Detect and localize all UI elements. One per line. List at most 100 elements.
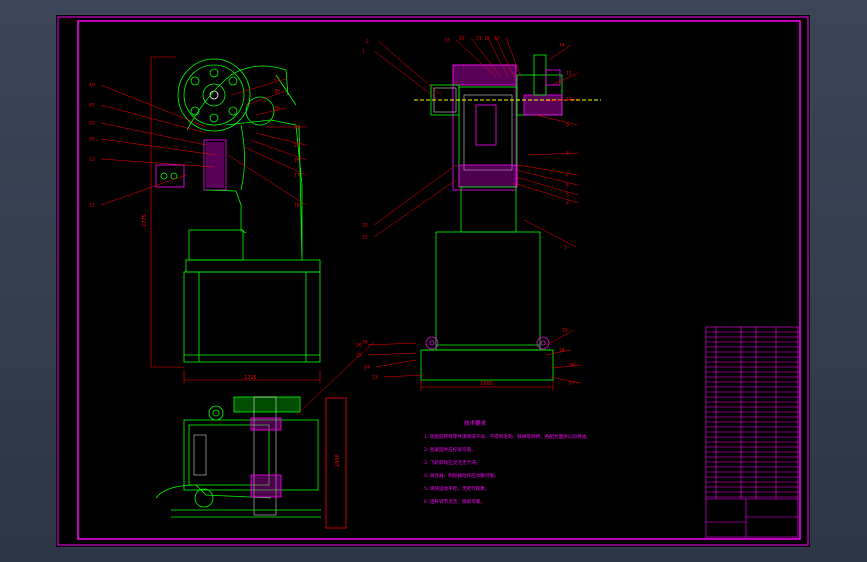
side-view [155,58,321,363]
front-balloon-10: 10 [566,97,572,103]
leader-line [100,84,207,128]
leader-line [545,329,575,346]
leader-line [100,104,207,134]
leader-line [548,44,572,61]
leader-line [515,176,579,196]
leader-line [100,158,215,168]
leader-line [367,342,417,346]
side-balloon-18: 18 [294,158,300,164]
leader-line [100,138,217,156]
leader-line [495,37,515,78]
side-balloon-13: 13 [89,157,95,163]
side-balloon-29: 29 [294,125,300,131]
front-balloon-19: 19 [484,36,490,42]
notes-title: 技术要求 [464,419,487,427]
front-balloon-5: 5 [566,193,569,199]
side-balloon-16: 16 [294,203,300,209]
leader-line [100,122,207,146]
leader-line [100,174,187,206]
leader-line [550,364,582,369]
leader-line [523,219,577,248]
front-balloon-22: 22 [459,36,465,42]
side-balloon-27: 27 [274,77,280,83]
front-balloon-25: 25 [356,353,362,359]
side-balloon-38: 38 [274,89,280,95]
front-balloon-37: 37 [569,381,575,387]
top-view [155,396,347,529]
front-balloon-32: 32 [362,223,368,229]
drawing-sheet[interactable]: 2775 1215 [56,15,810,547]
note-item: 1. 装配前所有零件须清洗干净，不得有毛刺、铁屑等杂物，各配合面涂以润滑油。 [424,433,591,440]
side-balloon-30: 30 [274,106,280,112]
side-dim-width: 1215 [244,375,257,381]
front-view-dimensions [420,380,554,391]
leader-line [367,352,417,356]
side-balloon-40: 40 [89,83,95,89]
note-item: 4. 离合器、制动器动作应灵敏可靠。 [424,472,499,479]
front-balloon-6: 6 [566,183,569,189]
front-balloon-4: 4 [566,201,569,207]
leader-line [517,164,579,176]
side-view-dimensions [150,56,321,383]
front-balloon-35: 35 [562,328,568,334]
front-dim-width: 1500 [480,381,493,387]
leader-line [513,182,579,204]
leader-line [245,90,287,106]
front-balloon-7: 7 [566,173,569,179]
front-balloon-21: 21 [476,36,482,42]
side-balloon-20: 20 [89,121,95,127]
side-balloon-28: 28 [294,143,300,149]
leader-line [550,376,582,384]
leader-line [230,78,287,96]
front-balloon-8: 8 [566,151,569,157]
leader-line [227,154,307,206]
leader-line [535,114,579,126]
leader-line [373,164,457,226]
leader-line [255,132,307,146]
leader-line [383,374,425,378]
front-balloon-1: 1 [362,49,365,55]
top-balloon-34: 34 [362,340,368,346]
front-balloon-23: 23 [372,375,378,381]
leader-line [470,37,502,78]
front-balloon-31: 31 [362,235,368,241]
side-balloon-41: 41 [89,103,95,109]
leader-line [295,341,375,416]
leader-line [373,179,457,238]
leader-line [375,359,417,368]
front-view [420,54,563,381]
leader-line [551,72,579,86]
front-balloon-11: 11 [566,71,572,77]
side-balloon-17: 17 [294,173,300,179]
leader-line [545,98,579,102]
note-item: 6. 连杆调节灵活，锁紧可靠。 [424,498,485,505]
leader-line [255,107,287,116]
front-balloon-3: 3 [564,245,567,251]
technical-notes: 1. 装配前所有零件须清洗干净，不得有毛刺、铁屑等杂物，各配合面涂以润滑油。 2.… [424,433,591,505]
leader-line [373,50,440,101]
front-balloon-26: 26 [356,343,362,349]
leader-line [487,37,509,78]
leader-line [527,152,579,156]
note-item: 2. 各紧固件应拧紧可靠。 [424,446,476,453]
front-balloon-2: 2 [366,39,369,45]
parts-list-table [705,326,799,538]
leader-line [250,139,307,161]
front-balloon-36: 36 [569,363,575,369]
leader-line [545,349,572,356]
front-balloon-9: 9 [566,123,569,129]
leader-line [505,37,522,78]
side-balloon-12: 12 [89,203,95,209]
drawing-frame [57,16,809,546]
leader-line [377,40,442,96]
drawing-canvas: 2775 1215 [57,16,809,546]
leader-line [243,146,307,176]
note-item: 3. 飞轮转动应灵活无卡滞。 [424,459,480,466]
front-balloon-14: 14 [559,43,565,49]
front-balloon-33: 33 [444,38,450,44]
leader-line [455,39,497,78]
top-dim-height: 1950 [335,454,341,467]
front-balloon-34: 34 [559,348,565,354]
front-balloon-15: 15 [494,36,500,42]
